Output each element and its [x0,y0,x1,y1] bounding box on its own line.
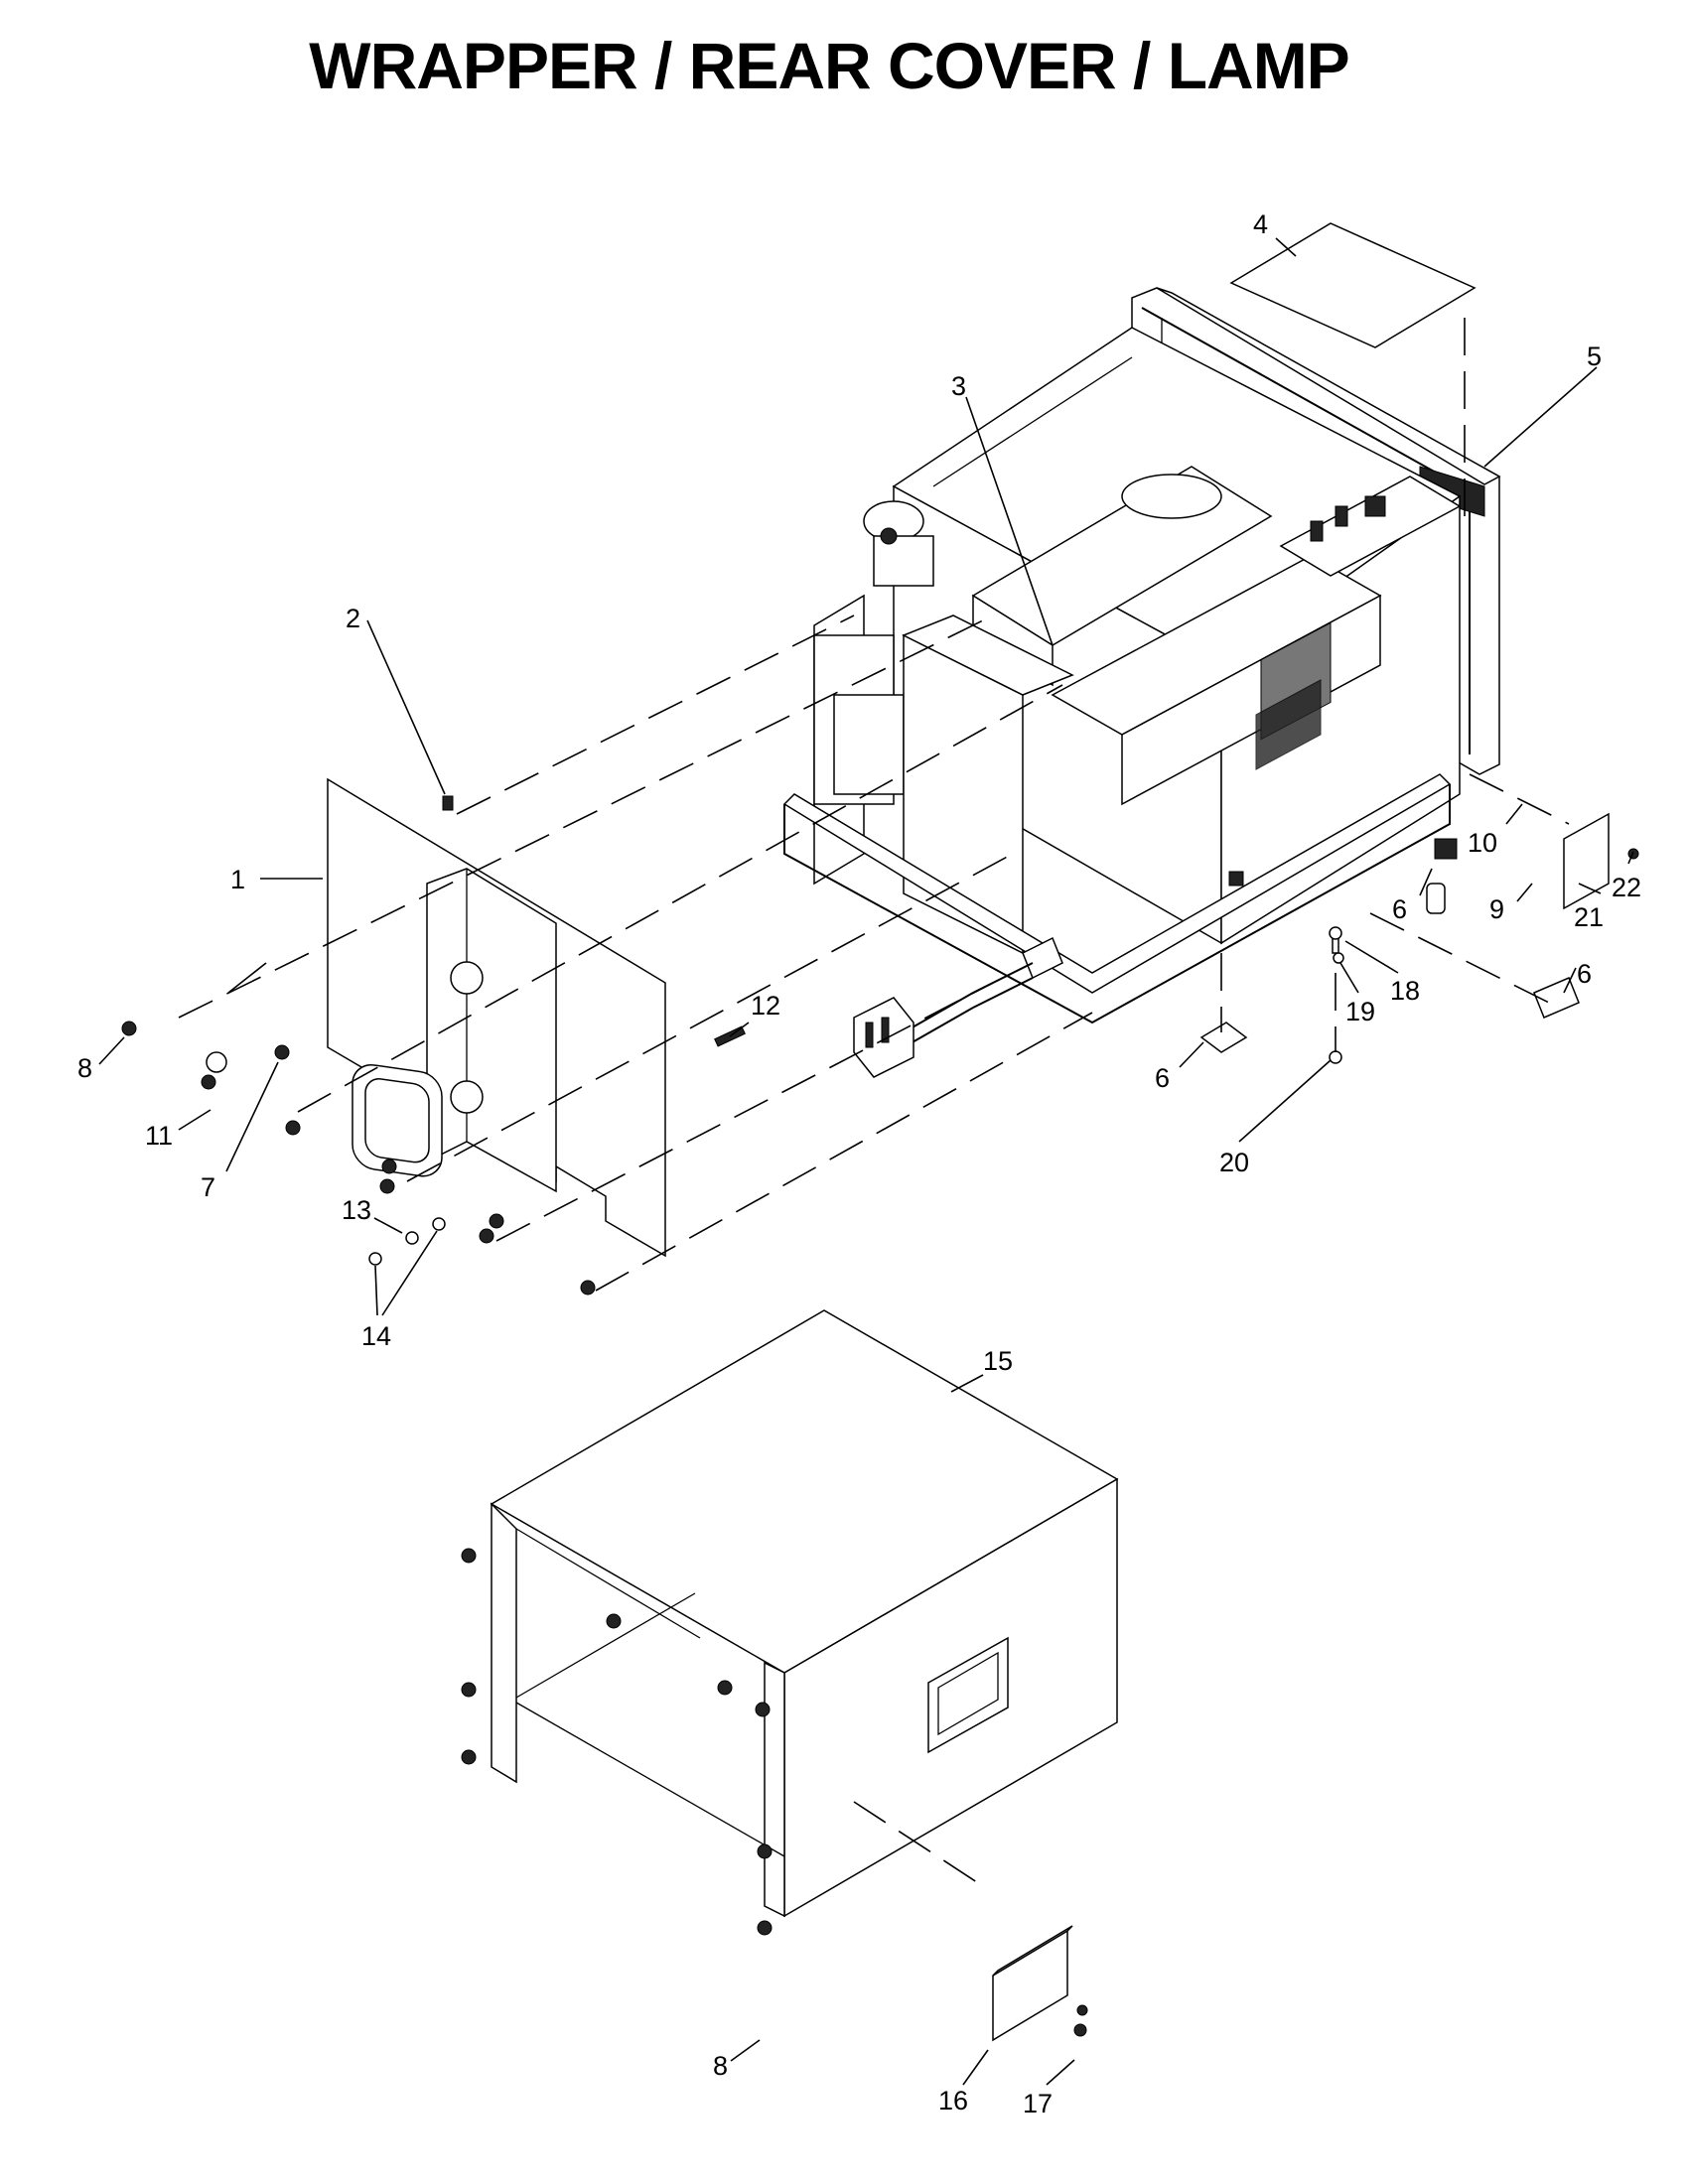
callout-8-b: 8 [713,2051,728,2081]
page-title: WRAPPER / REAR COVER / LAMP [309,29,1349,102]
callout-6-b: 6 [1155,1063,1170,1093]
callout-16: 16 [938,2086,968,2116]
callout-13: 13 [342,1195,371,1225]
callout-3: 3 [951,371,966,401]
callout-9: 9 [1489,894,1504,924]
screws [121,848,1639,2037]
callout-4: 4 [1253,209,1268,239]
callout-6-c: 6 [1577,959,1592,989]
small-hardware [206,795,1610,2016]
callout-22: 22 [1612,873,1641,902]
callout-7: 7 [201,1172,215,1202]
callout-11: 11 [145,1121,173,1151]
callout-8-a: 8 [77,1053,92,1083]
callout-1: 1 [230,865,245,894]
callout-10: 10 [1468,828,1497,858]
callout-20: 20 [1219,1148,1249,1177]
alignment-lines [178,318,1570,1887]
rear-cover [327,777,666,1258]
callout-12: 12 [751,991,780,1021]
callout-18: 18 [1390,976,1420,1006]
callout-2: 2 [346,604,360,633]
top-panel [1229,222,1477,348]
callout-19: 19 [1345,997,1375,1026]
callout-6-a: 6 [1392,894,1407,924]
oven-chassis [782,287,1501,1078]
callout-14: 14 [361,1321,391,1351]
callout-labels: 1 2 3 4 5 6 6 6 7 8 8 9 10 11 12 13 14 1… [77,209,1641,2118]
callout-5: 5 [1587,341,1602,371]
callout-15: 15 [983,1346,1013,1376]
lamp-cover [992,1925,1073,2042]
outer-wrapper [490,1309,1119,1918]
callout-17: 17 [1023,2089,1053,2118]
callout-21: 21 [1574,902,1604,932]
